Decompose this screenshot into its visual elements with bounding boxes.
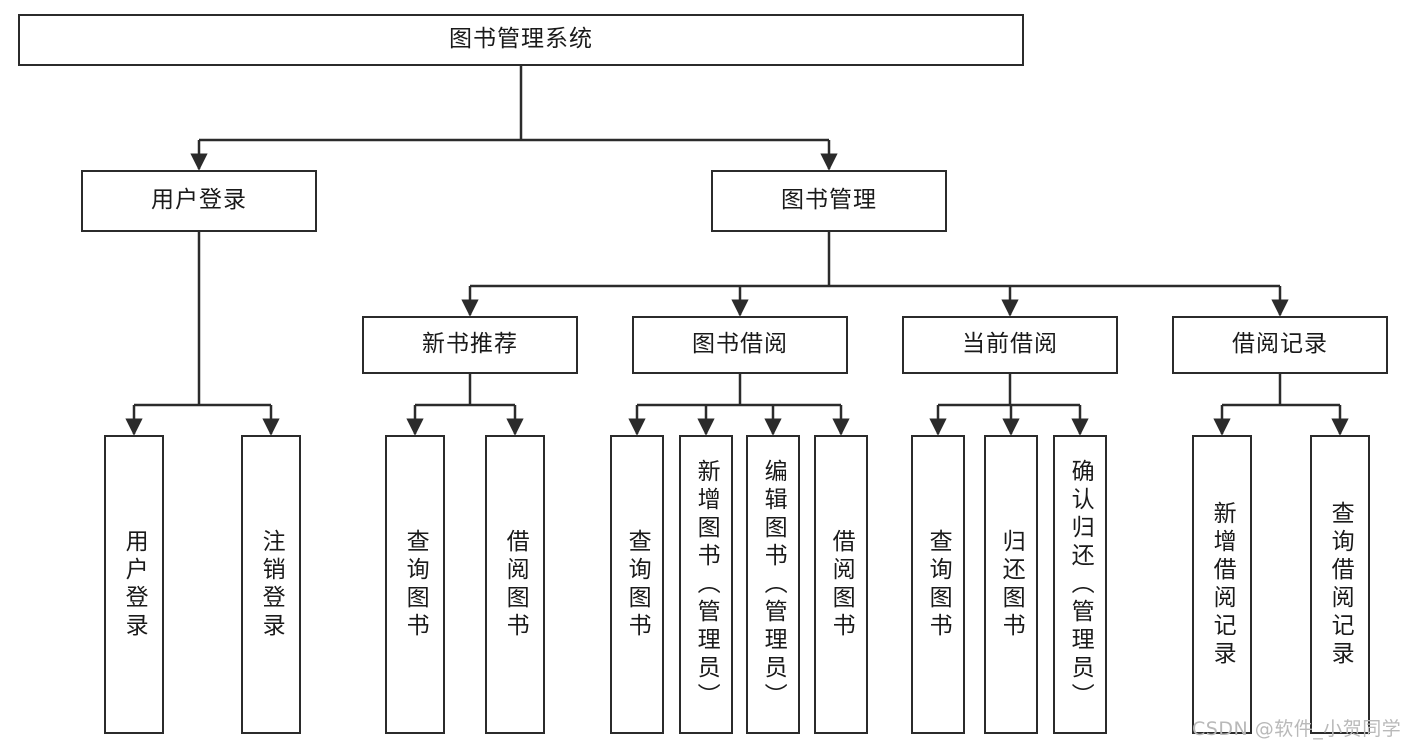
node-label: 借阅图书 — [502, 528, 529, 641]
node-label: 借阅记录 — [1232, 331, 1328, 358]
node-user-login[interactable]: 用户登录 — [81, 170, 317, 232]
node-label: 注销登录 — [258, 528, 285, 641]
node-label: 归还图书 — [998, 528, 1025, 641]
node-leaf-edit-book[interactable]: 编辑图书（管理员） — [746, 435, 800, 734]
node-current-borrow[interactable]: 当前借阅 — [902, 316, 1118, 374]
node-label: 新书推荐 — [422, 331, 518, 358]
node-leaf-query-record[interactable]: 查询借阅记录 — [1310, 435, 1370, 734]
node-label: 查询图书 — [624, 528, 651, 641]
node-leaf-query-book-1[interactable]: 查询图书 — [385, 435, 445, 734]
node-book-manage[interactable]: 图书管理 — [711, 170, 947, 232]
node-label: 编辑图书（管理员） — [760, 458, 787, 711]
csdn-watermark: CSDN @软件_小贺同学 — [1192, 718, 1402, 740]
node-label: 当前借阅 — [962, 331, 1058, 358]
node-label: 查询借阅记录 — [1327, 500, 1354, 669]
node-root[interactable]: 图书管理系统 — [18, 14, 1024, 66]
node-new-book-rec[interactable]: 新书推荐 — [362, 316, 578, 374]
node-label: 确认归还（管理员） — [1067, 458, 1094, 711]
node-leaf-query-book-3[interactable]: 查询图书 — [911, 435, 965, 734]
node-label: 用户登录 — [121, 528, 148, 641]
node-leaf-borrow-book-2[interactable]: 借阅图书 — [814, 435, 868, 734]
node-leaf-add-record[interactable]: 新增借阅记录 — [1192, 435, 1252, 734]
node-leaf-borrow-book-1[interactable]: 借阅图书 — [485, 435, 545, 734]
node-leaf-return-book[interactable]: 归还图书 — [984, 435, 1038, 734]
node-leaf-query-book-2[interactable]: 查询图书 — [610, 435, 664, 734]
node-label: 图书管理系统 — [449, 26, 593, 53]
node-label: 借阅图书 — [828, 528, 855, 641]
node-label: 新增借阅记录 — [1209, 500, 1236, 669]
node-leaf-add-book[interactable]: 新增图书（管理员） — [679, 435, 733, 734]
node-book-borrow[interactable]: 图书借阅 — [632, 316, 848, 374]
node-label: 图书管理 — [781, 187, 877, 214]
node-label: 新增图书（管理员） — [693, 458, 720, 711]
node-label: 查询图书 — [402, 528, 429, 641]
node-label: 用户登录 — [151, 187, 247, 214]
node-leaf-user-login[interactable]: 用户登录 — [104, 435, 164, 734]
node-borrow-record[interactable]: 借阅记录 — [1172, 316, 1388, 374]
node-leaf-user-logout[interactable]: 注销登录 — [241, 435, 301, 734]
node-leaf-confirm-ret[interactable]: 确认归还（管理员） — [1053, 435, 1107, 734]
node-label: 图书借阅 — [692, 331, 788, 358]
node-label: 查询图书 — [925, 528, 952, 641]
